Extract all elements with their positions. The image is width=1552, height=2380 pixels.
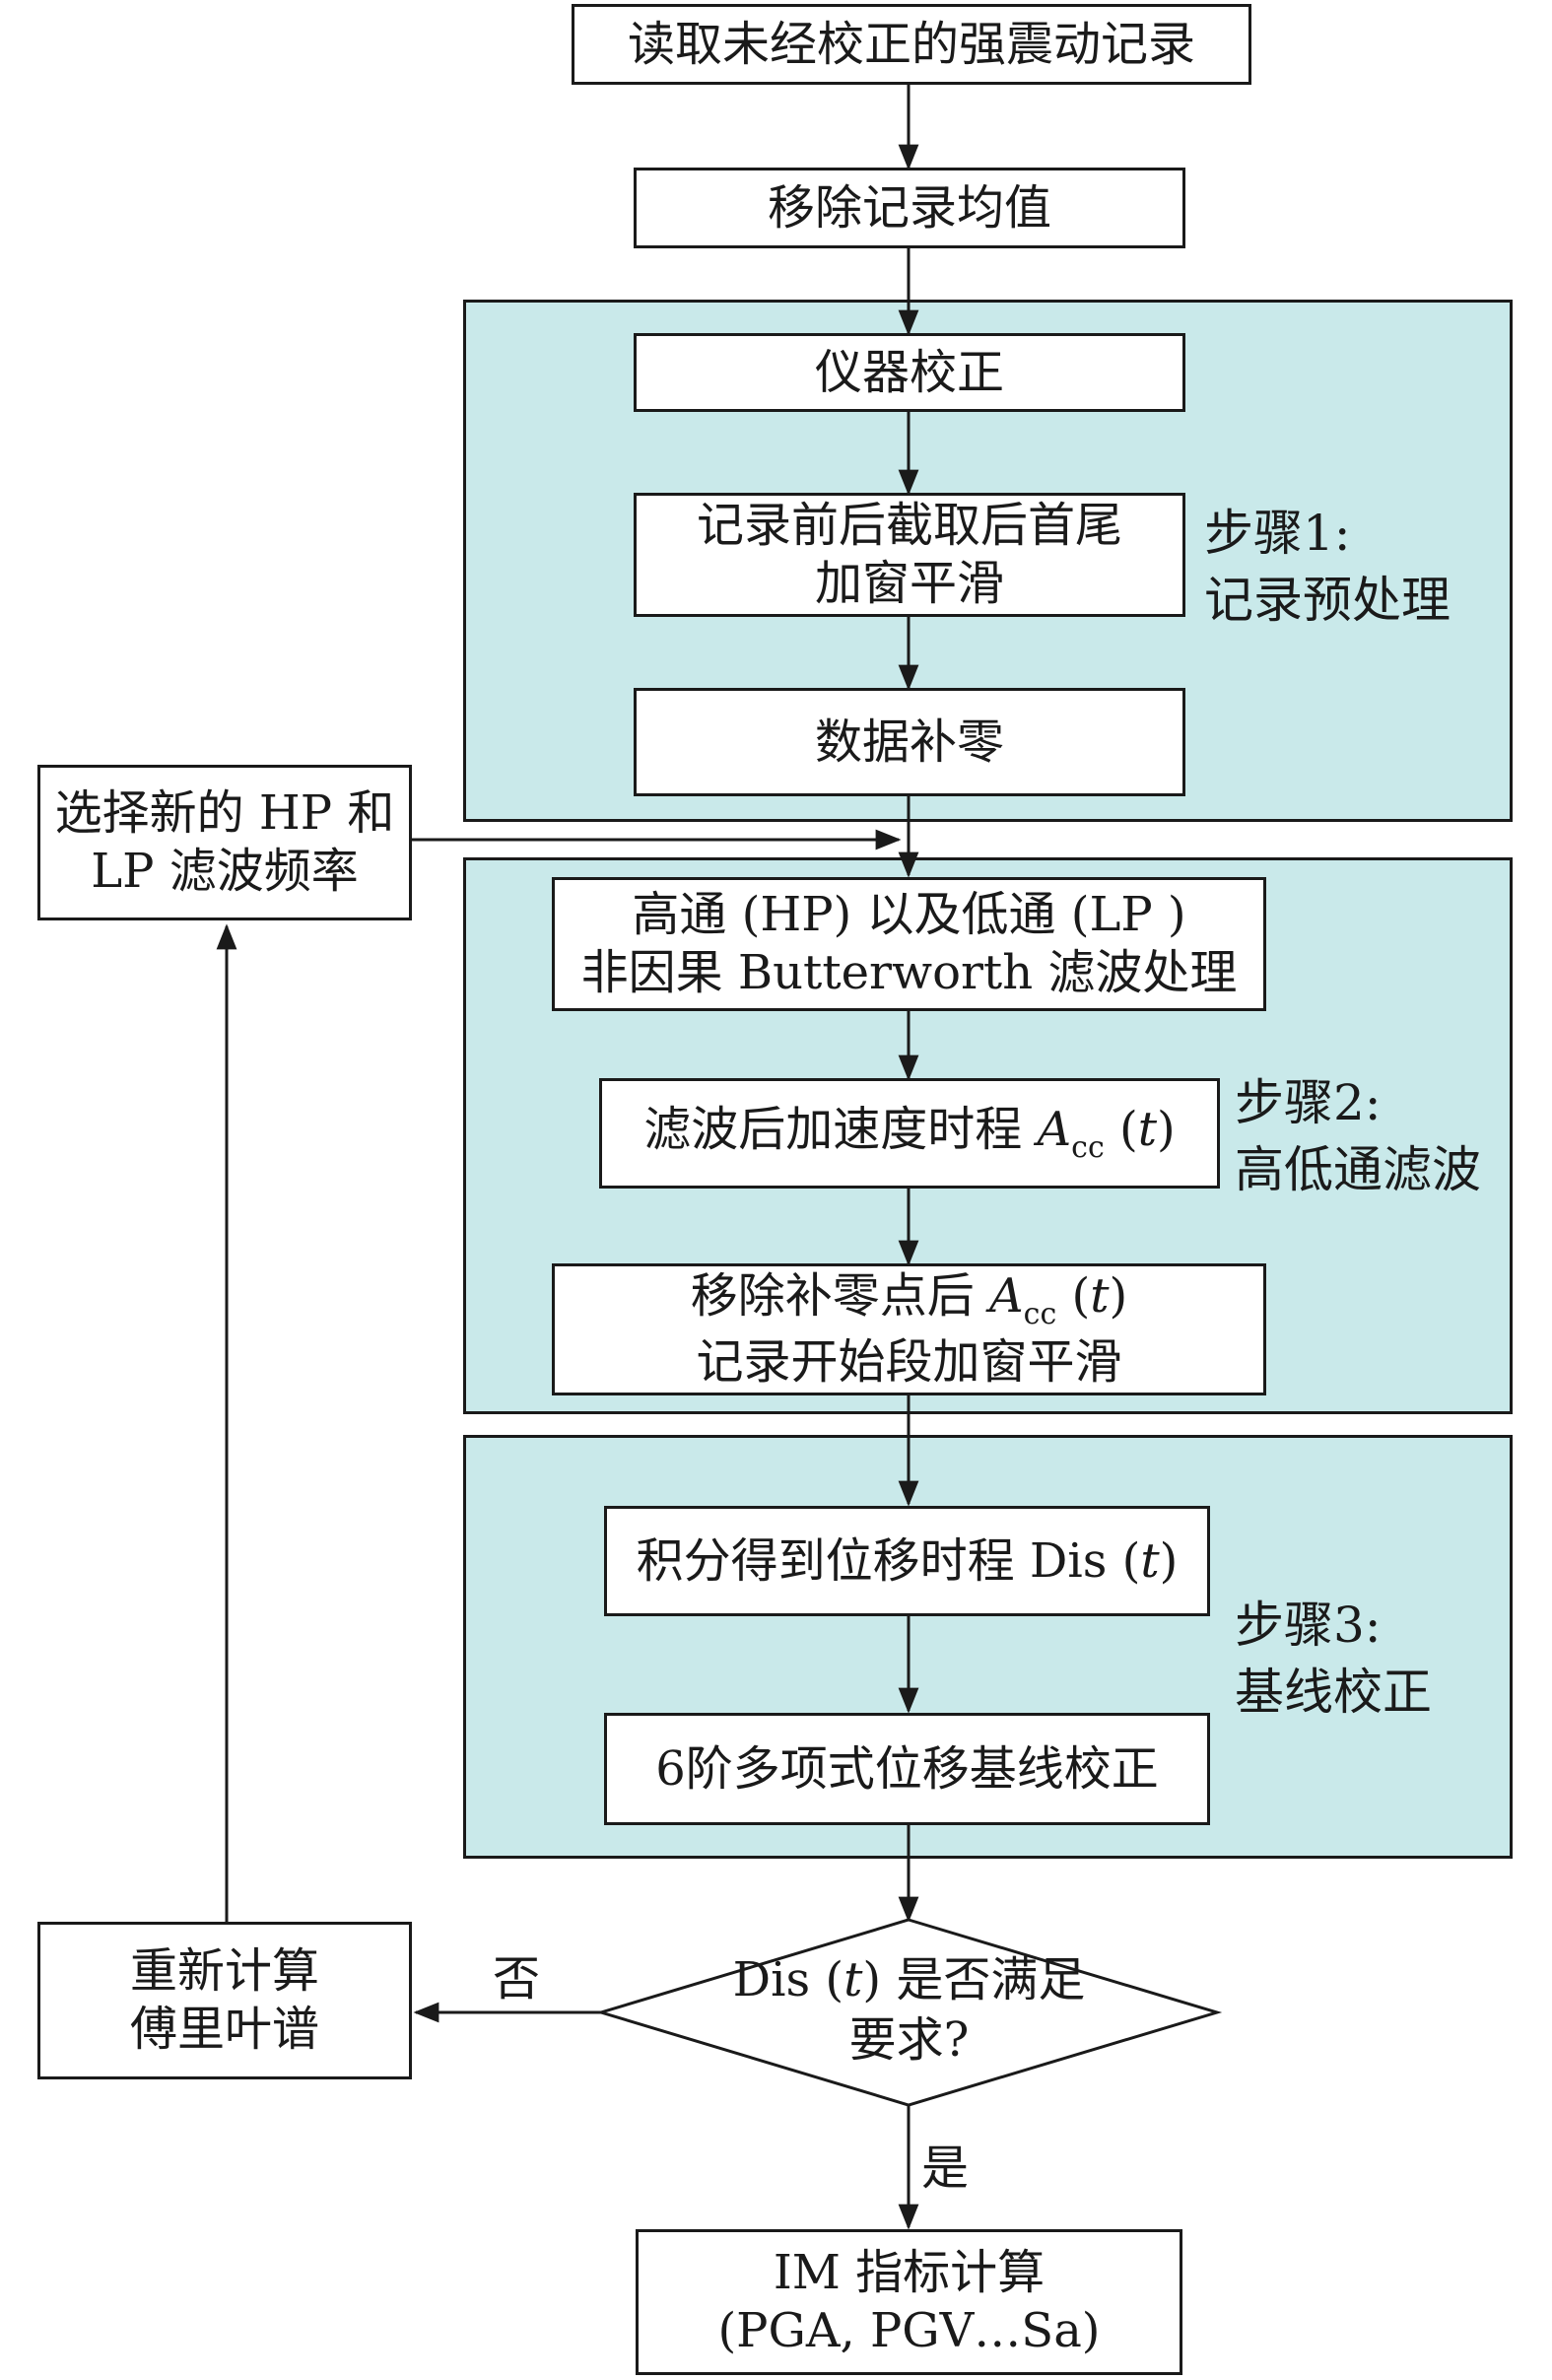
filtered-acc-var: A bbox=[1037, 1101, 1072, 1157]
filtered-acc-t: t bbox=[1137, 1101, 1158, 1157]
recompute-fourier-node: 重新计算 傅里叶谱 bbox=[37, 1922, 412, 2079]
filtered-acc-sub: cc bbox=[1071, 1129, 1105, 1165]
remove-padding-close: ) bbox=[1109, 1268, 1128, 1325]
remove-padding-node: 移除补零点后 Acc (t) 记录开始段加窗平滑 bbox=[552, 1263, 1266, 1395]
zero-padding-node: 数据补零 bbox=[634, 688, 1185, 796]
recompute-fourier-line2: 傅里叶谱 bbox=[129, 2002, 319, 2057]
recompute-fourier-line1: 重新计算 bbox=[129, 1943, 319, 2000]
integrate-dis-t: t bbox=[1140, 1532, 1160, 1589]
integrate-dis-close: ) bbox=[1159, 1532, 1179, 1589]
decision-line2: 要求? bbox=[848, 2012, 970, 2068]
trim-taper-line2: 加窗平滑 bbox=[814, 556, 1004, 611]
integrate-dis-text: 积分得到位移时程 Dis (t) bbox=[637, 1532, 1179, 1591]
instrument-correction-node: 仪器校正 bbox=[634, 333, 1185, 412]
im-calc-line1: IM 指标计算 bbox=[773, 2245, 1046, 2301]
filtered-acc-open: ( bbox=[1104, 1101, 1138, 1157]
filtered-acc-close: ) bbox=[1157, 1101, 1176, 1157]
butterworth-filter-line1: 高通 (HP) 以及低通 (LP ) bbox=[632, 887, 1186, 943]
butterworth-filter-line2: 非因果 Butterworth 滤波处理 bbox=[580, 945, 1238, 1000]
trim-taper-node: 记录前后截取后首尾 加窗平滑 bbox=[634, 493, 1185, 617]
remove-padding-sub: cc bbox=[1023, 1297, 1057, 1332]
baseline-correction-node: 6阶多项式位移基线校正 bbox=[604, 1713, 1210, 1825]
remove-mean-text: 移除记录均值 bbox=[767, 179, 1051, 236]
remove-padding-line1: 移除补零点后 Acc (t) bbox=[691, 1267, 1128, 1333]
remove-padding-line2: 记录开始段加窗平滑 bbox=[696, 1334, 1122, 1391]
select-new-freq-node: 选择新的 HP 和 LP 滤波频率 bbox=[37, 765, 412, 920]
step1-line1: 步骤1: bbox=[1204, 505, 1351, 562]
select-new-freq-line1: 选择新的 HP 和 bbox=[54, 785, 395, 842]
step3-line2: 基线校正 bbox=[1235, 1663, 1432, 1721]
filtered-acc-node: 滤波后加速度时程 Acc (t) bbox=[599, 1078, 1220, 1189]
im-calc-line2: (PGA, PGV…Sa) bbox=[717, 2303, 1101, 2358]
remove-padding-prefix: 移除补零点后 bbox=[690, 1268, 989, 1325]
filtered-acc-prefix: 滤波后加速度时程 bbox=[643, 1101, 1038, 1157]
remove-padding-open: ( bbox=[1056, 1268, 1091, 1325]
remove-padding-t: t bbox=[1090, 1268, 1110, 1325]
integrate-dis-prefix: 积分得到位移时程 Dis ( bbox=[636, 1532, 1141, 1589]
remove-mean-node: 移除记录均值 bbox=[634, 168, 1185, 248]
butterworth-filter-node: 高通 (HP) 以及低通 (LP ) 非因果 Butterworth 滤波处理 bbox=[552, 877, 1266, 1011]
read-record-node: 读取未经校正的强震动记录 bbox=[572, 4, 1251, 85]
decision-t: t bbox=[843, 1951, 863, 2007]
step3-label: 步骤3: 基线校正 bbox=[1235, 1593, 1432, 1726]
decision-diamond bbox=[595, 1918, 1223, 2107]
instrument-correction-text: 仪器校正 bbox=[814, 344, 1004, 400]
zero-padding-text: 数据补零 bbox=[814, 714, 1004, 770]
step3-line1: 步骤3: bbox=[1235, 1597, 1382, 1654]
edge-label-no: 否 bbox=[493, 1951, 541, 2006]
step2-line1: 步骤2: bbox=[1235, 1074, 1382, 1131]
decision-node: Dis (t) 是否满足 要求? bbox=[631, 1941, 1187, 2079]
baseline-correction-text: 6阶多项式位移基线校正 bbox=[655, 1740, 1159, 1797]
trim-taper-line1: 记录前后截取后首尾 bbox=[696, 498, 1122, 554]
decision-prefix: Dis ( bbox=[732, 1951, 844, 2007]
read-record-text: 读取未经校正的强震动记录 bbox=[627, 16, 1195, 72]
decision-suffix: ) 是否满足 bbox=[862, 1951, 1086, 2007]
edge-label-yes: 是 bbox=[921, 2141, 970, 2196]
im-calc-node: IM 指标计算 (PGA, PGV…Sa) bbox=[636, 2229, 1182, 2375]
integrate-dis-node: 积分得到位移时程 Dis (t) bbox=[604, 1506, 1210, 1616]
step1-label: 步骤1: 记录预处理 bbox=[1204, 501, 1451, 634]
decision-line1: Dis (t) 是否满足 bbox=[733, 1950, 1086, 2010]
select-new-freq-line2: LP 滤波频率 bbox=[91, 844, 359, 899]
remove-padding-var: A bbox=[988, 1268, 1024, 1325]
step2-label: 步骤2: 高低通滤波 bbox=[1235, 1070, 1481, 1203]
step1-line2: 记录预处理 bbox=[1204, 571, 1451, 629]
step2-line2: 高低通滤波 bbox=[1235, 1140, 1481, 1198]
filtered-acc-text: 滤波后加速度时程 Acc (t) bbox=[643, 1101, 1176, 1167]
